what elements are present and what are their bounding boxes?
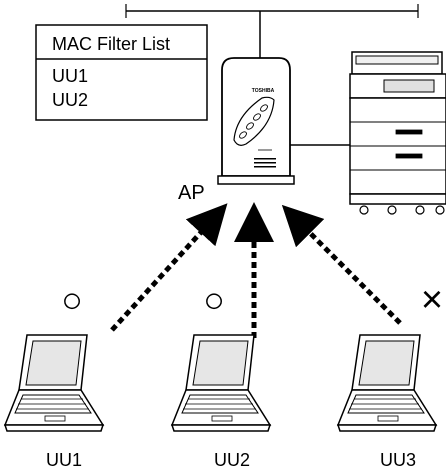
arrow-uu1-to-ap (110, 203, 228, 332)
client-label: UU1 (46, 450, 82, 470)
connection-arrows (110, 202, 402, 338)
laptop-uu2 (171, 334, 271, 432)
laptop-uu1 (4, 334, 104, 432)
mac-filter-list-box: MAC Filter List UU1 UU2 (35, 24, 208, 121)
allowed-symbol: ○ (61, 279, 83, 320)
vent-grille (254, 158, 276, 168)
ap-label: AP (178, 182, 205, 204)
laptop-uu3 (337, 334, 437, 432)
lan-backbone (125, 4, 419, 146)
copier-device (349, 51, 446, 215)
brand-label: TOSHIBA (252, 88, 275, 94)
arrow-uu3-to-ap (281, 204, 402, 325)
client-label: UU2 (214, 450, 250, 470)
denied-symbol: × (421, 279, 443, 321)
allowed-symbol: ○ (203, 279, 225, 320)
status-lights-panel (233, 96, 275, 146)
mac-filter-list-title: MAC Filter List (52, 34, 170, 54)
mac-filter-entry: UU2 (52, 90, 88, 110)
access-point-device: TOSHIBA (217, 57, 295, 185)
client-label: UU3 (380, 450, 416, 470)
mac-filter-entry: UU1 (52, 66, 88, 86)
